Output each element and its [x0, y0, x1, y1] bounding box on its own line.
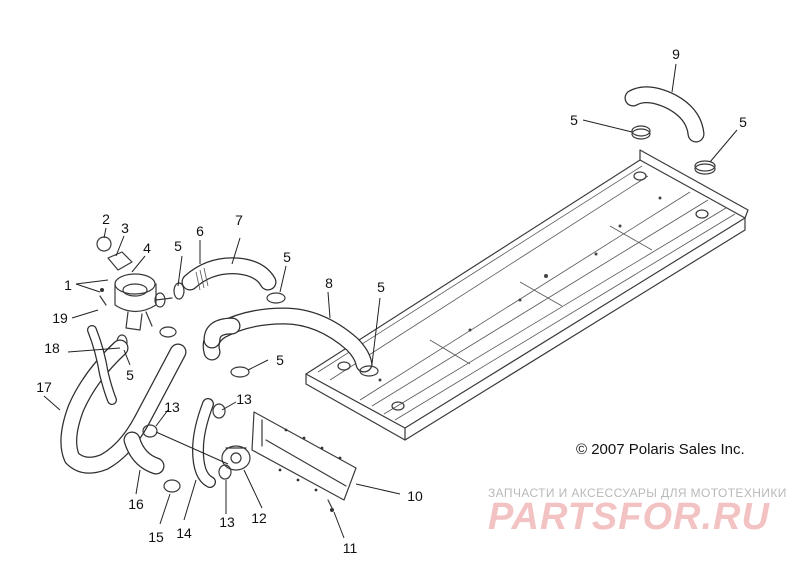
callout-5-f: 5	[570, 112, 578, 128]
clamp-5-lower	[159, 326, 177, 338]
watermark-tagline: ЗАПЧАСТИ И АКСЕССУАРЫ ДЛЯ МОТОТЕХНИКИ	[488, 486, 787, 500]
tube-18	[87, 325, 117, 405]
bolt-11	[327, 499, 334, 512]
callout-13-b: 13	[236, 391, 252, 407]
callout-15: 15	[148, 529, 164, 545]
clamp-5-hose8-right	[359, 365, 379, 377]
callout-2: 2	[102, 211, 110, 227]
clamp-5-top-left	[631, 125, 651, 140]
clamp-5-top-right	[694, 160, 716, 175]
clamp-15	[163, 479, 181, 493]
hose-8	[202, 307, 373, 373]
callout-9: 9	[672, 46, 680, 62]
callout-5-e: 5	[276, 352, 284, 368]
callout-12: 12	[251, 510, 267, 526]
hose-14	[192, 398, 216, 488]
bracket-12	[221, 445, 251, 471]
leader-lines	[43, 63, 738, 539]
callout-19: 19	[52, 310, 68, 326]
callout-10: 10	[407, 488, 423, 504]
callout-5-b: 5	[174, 238, 182, 254]
callout-6: 6	[196, 223, 204, 239]
callout-11: 11	[343, 540, 358, 556]
callout-4: 4	[143, 240, 151, 256]
callout-8: 8	[325, 275, 333, 291]
clamp-13-upper	[212, 403, 226, 419]
hose-17	[60, 339, 187, 474]
clamp-13-lower	[218, 464, 232, 480]
callout-16: 16	[128, 496, 144, 512]
callout-13-a: 13	[164, 399, 180, 415]
copyright-notice: © 2007 Polaris Sales Inc.	[576, 441, 745, 458]
clamp-5-hose8-left	[266, 292, 286, 304]
callout-1: 1	[64, 277, 72, 293]
clamp-5-thermostat-out	[173, 282, 185, 300]
callout-14: 14	[176, 525, 192, 541]
hose-7	[181, 257, 277, 291]
thermostat-housing	[96, 236, 173, 331]
callout-5-a: 5	[126, 367, 134, 383]
callout-17: 17	[36, 379, 52, 395]
hose-9	[624, 86, 705, 143]
callout-13-c: 13	[219, 514, 235, 530]
hose-16	[123, 431, 165, 475]
tunnel-cooler-panel	[305, 149, 749, 441]
callout-5-g: 5	[739, 114, 747, 130]
callout-5-d: 5	[377, 279, 385, 295]
callout-5-c: 5	[283, 249, 291, 265]
watermark-logo: PARTSFOR.RU	[488, 496, 770, 538]
callout-3: 3	[121, 220, 129, 236]
clamp-5-hose8-bottom	[230, 366, 250, 378]
clamp-13-left	[142, 424, 158, 438]
callout-7: 7	[235, 212, 243, 228]
cooler-plate-10	[251, 411, 357, 501]
callout-18: 18	[44, 340, 60, 356]
